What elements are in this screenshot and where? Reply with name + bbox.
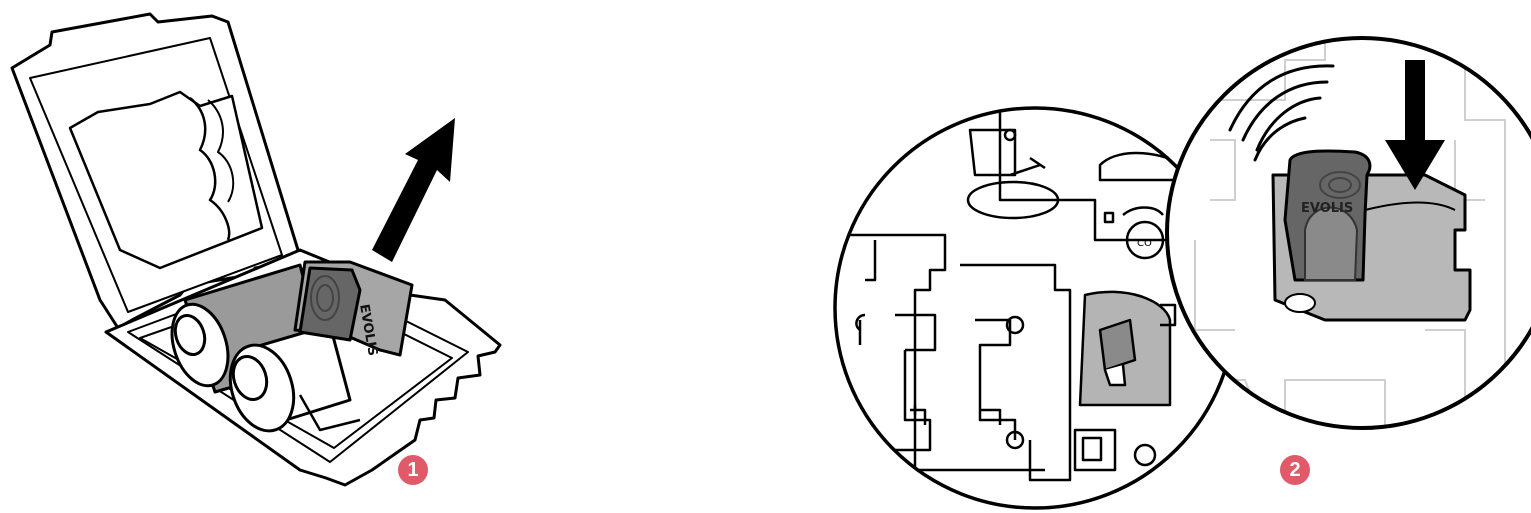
ribbon-rolls (170, 263, 361, 433)
brand-label-detail: EVOLIS (1301, 201, 1353, 216)
pack-lid (10, 12, 302, 330)
magnifier-circle-detail: EVOLIS (1165, 36, 1531, 430)
magnifier-circle-main: CO (833, 106, 1237, 510)
ribbon-cartridge-icon: EVOLIS (293, 260, 414, 357)
arrow-down-icon (1385, 60, 1445, 190)
step-badge-1: 1 (398, 455, 428, 485)
svg-text:CO: CO (1137, 238, 1152, 249)
ribbon-pack-illustration: EVOLIS (10, 12, 502, 487)
arrow-up-right-icon (372, 118, 455, 262)
step-badge-2: 2 (1280, 455, 1310, 485)
printer-illustration: CO (833, 36, 1531, 510)
click-sound-icon (1228, 64, 1335, 162)
step-2-panel: CO (765, 0, 1531, 513)
step-1-panel: EVOLIS 1 (0, 0, 765, 513)
